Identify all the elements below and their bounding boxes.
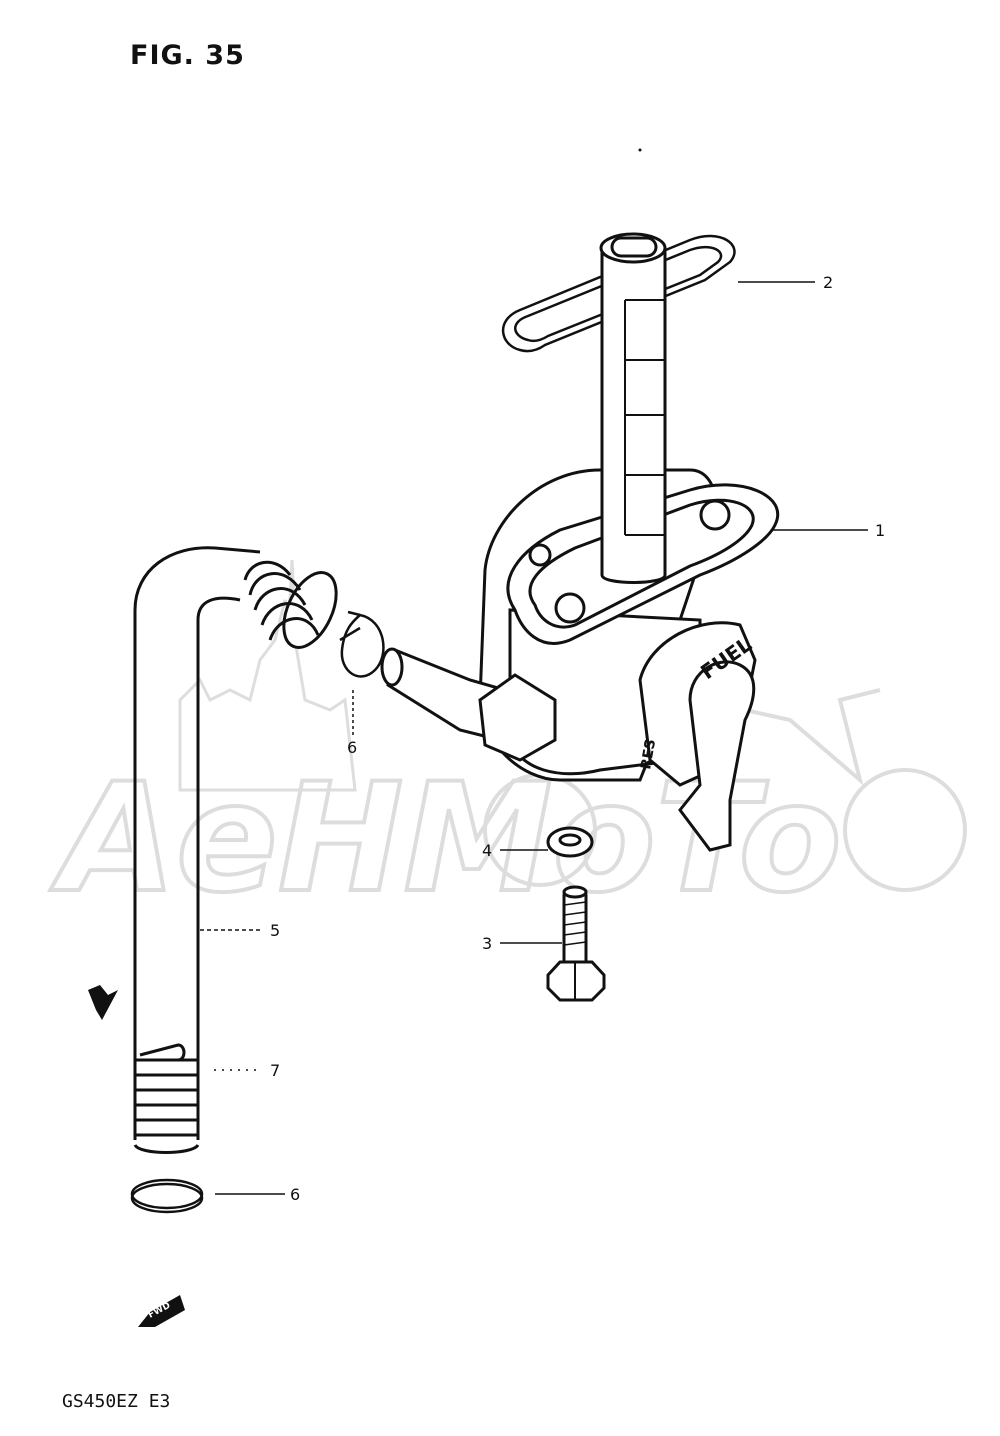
callout-5: 5 [270,921,280,940]
hose-spring-bottom [133,1043,200,1154]
print-speck [88,148,642,1020]
res-label: RES [638,738,659,771]
figure-title: FIG. 35 [130,40,245,71]
washer [546,826,594,858]
callout-6-upper: 6 [347,738,357,757]
callout-6-lower: 6 [290,1185,300,1204]
callout-3: 3 [482,934,492,953]
callout-4: 4 [482,841,492,860]
hose-spring-top [243,560,338,649]
fwd-arrow-icon: FWD [138,1295,185,1327]
hose-clamp-upper [339,610,385,678]
callouts: 2 1 6 4 3 5 7 6 [270,273,885,1204]
fuel-hose [133,546,261,1140]
callout-7: 7 [270,1061,280,1080]
callout-2: 2 [823,273,833,292]
callout-1: 1 [875,521,885,540]
hose-clamp-lower [130,1178,204,1214]
bolt [546,885,606,1002]
fuel-cock [380,232,779,852]
spring-clip [501,234,736,353]
model-code: GS450EZ E3 [62,1391,171,1412]
leader-lines [200,281,868,1195]
